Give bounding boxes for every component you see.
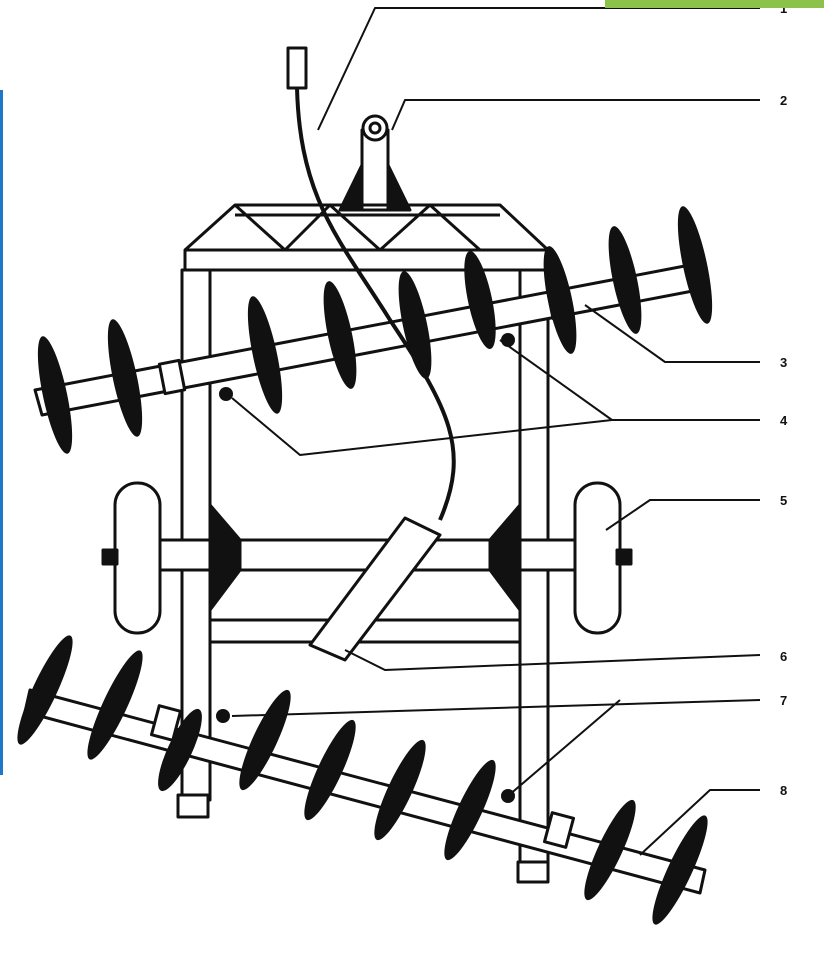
frame-truss	[183, 203, 550, 252]
part-label-6: 6	[780, 649, 788, 664]
part-label-5: 5	[780, 493, 788, 508]
part-label-1: 1	[780, 1, 788, 16]
hydraulic-hose	[286, 46, 456, 521]
hydraulic-cylinder	[308, 516, 442, 662]
leader-lines	[231, 7, 761, 856]
front-gang-discs	[37, 206, 713, 454]
wheel-right	[573, 481, 633, 635]
part-label-4: 4	[780, 413, 788, 428]
part-label-7: 7	[780, 693, 788, 708]
left-edge-accent	[0, 90, 3, 775]
top-right-tab-accent	[605, 0, 824, 8]
part-label-8: 8	[780, 783, 788, 798]
hitch-bracket	[338, 114, 412, 212]
wheel-left	[101, 481, 162, 635]
part-label-2: 2	[780, 93, 788, 108]
part-label-3: 3	[780, 355, 788, 370]
